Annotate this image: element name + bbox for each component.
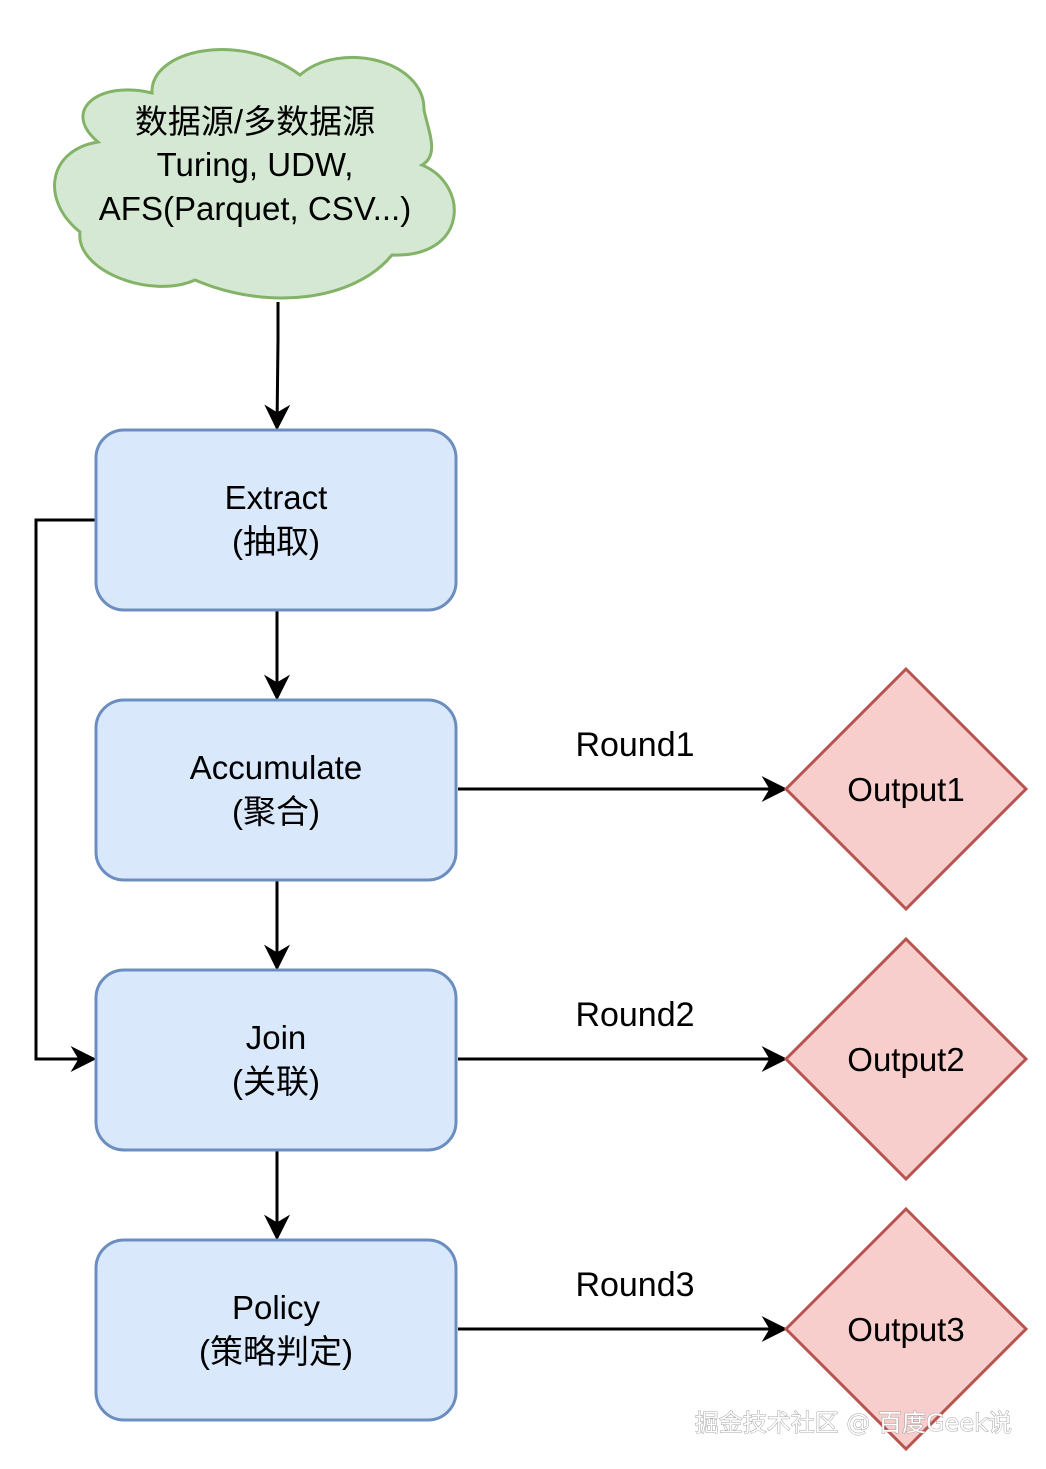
- round2-label: Round2: [575, 996, 694, 1034]
- policy-subtitle: (策略判定): [199, 1333, 353, 1370]
- edge-extract-to-join-bypass: [34, 518, 97, 1072]
- join-subtitle: (关联): [232, 1063, 320, 1100]
- edge-source-to-extract: [264, 302, 291, 431]
- output3-label: Output3: [847, 1311, 964, 1348]
- output1-label: Output1: [847, 771, 964, 808]
- source-line-2: Turing, UDW,: [157, 146, 354, 183]
- policy-title: Policy: [232, 1289, 321, 1326]
- extract-title: Extract: [225, 479, 328, 516]
- source-line-3: AFS(Parquet, CSV...): [99, 190, 411, 227]
- join-title: Join: [246, 1019, 307, 1056]
- cloud-shape: [53, 48, 456, 300]
- accumulate-subtitle: (聚合): [232, 793, 320, 830]
- extract-subtitle: (抽取): [232, 523, 320, 560]
- policy-box: [94, 1238, 458, 1422]
- accumulate-node: Accumulate (聚合): [94, 698, 458, 882]
- output2-diamond: [783, 936, 1029, 1182]
- accumulate-title: Accumulate: [190, 749, 362, 786]
- output2-label: Output2: [847, 1041, 964, 1078]
- source-line-1: 数据源/多数据源: [135, 103, 375, 140]
- policy-node: Policy (策略判定): [94, 1238, 458, 1422]
- round3-label: Round3: [575, 1266, 694, 1304]
- output3-diamond: [783, 1206, 1029, 1452]
- round1-label: Round1: [575, 726, 694, 764]
- output2-node: Output2: [783, 936, 1029, 1182]
- join-box: [94, 968, 458, 1152]
- watermark-text: 掘金技术社区 @ 百度Geek说: [695, 1409, 1012, 1437]
- extract-box: [94, 428, 458, 612]
- data-source-cloud: 数据源/多数据源 Turing, UDW, AFS(Parquet, CSV..…: [53, 48, 456, 300]
- join-node: Join (关联): [94, 968, 458, 1152]
- output1-node: Output1: [783, 666, 1029, 912]
- extract-node: Extract (抽取): [94, 428, 458, 612]
- output3-node: Output3: [783, 1206, 1029, 1452]
- accumulate-box: [94, 698, 458, 882]
- output1-diamond: [783, 666, 1029, 912]
